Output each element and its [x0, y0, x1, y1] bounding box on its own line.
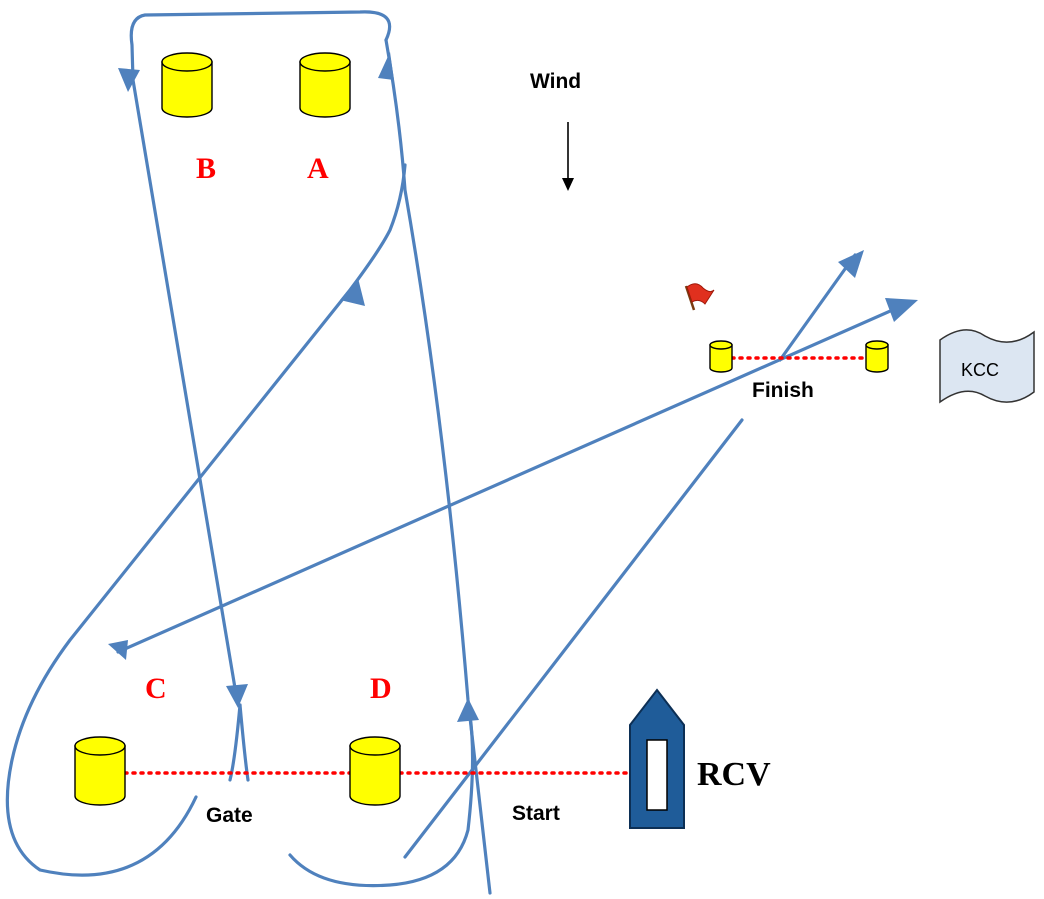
arrowhead-up-a [378, 52, 394, 80]
buoy-finish-left [709, 340, 733, 373]
route-finish-exit [778, 253, 857, 362]
mark-label-a: A [307, 152, 329, 185]
route-loop-around-a-b [129, 10, 392, 82]
buoy-finish-right [865, 340, 889, 373]
finish-label: Finish [752, 379, 814, 402]
club-sign-icon [939, 329, 1035, 404]
arrowhead-left-b [118, 68, 140, 92]
arrowhead-finish-exit [838, 250, 864, 278]
gate-label: Gate [206, 804, 253, 827]
route-gate-rounding-right [238, 703, 250, 782]
mark-label-d: D [370, 672, 392, 705]
route-reach-to-finish [116, 302, 908, 654]
arrowhead-up-d [457, 698, 479, 722]
buoy-c [74, 736, 126, 806]
route-loop-around-c [5, 163, 407, 877]
start-label: Start [512, 802, 560, 825]
buoy-a [299, 52, 351, 118]
arrowhead-down-gate [226, 684, 248, 708]
club-label: KCC [961, 360, 999, 380]
mark-label-c: C [145, 672, 167, 705]
finish-flag-icon [684, 283, 715, 311]
route-loop-around-d [288, 713, 475, 888]
mark-label-b: B [196, 152, 216, 185]
wind-arrow-icon [562, 122, 574, 191]
buoy-b [161, 52, 213, 118]
route-start-to-finish [403, 418, 744, 859]
arrowhead-reach-c [108, 640, 128, 660]
course-route [5, 10, 918, 895]
buoy-d [349, 736, 401, 806]
committee-vessel-icon [629, 688, 685, 829]
arrowhead-reach-end [885, 298, 918, 322]
wind-label: Wind [530, 70, 581, 93]
committee-vessel-label: RCV [697, 756, 771, 793]
route-downwind-leg-b-to-gate [131, 78, 239, 702]
route-gate-rounding-left [228, 703, 242, 782]
arrowhead-up-loop-c [340, 278, 365, 306]
line-markers [123, 356, 868, 775]
route-upwind-leg-d-to-a [384, 38, 492, 895]
